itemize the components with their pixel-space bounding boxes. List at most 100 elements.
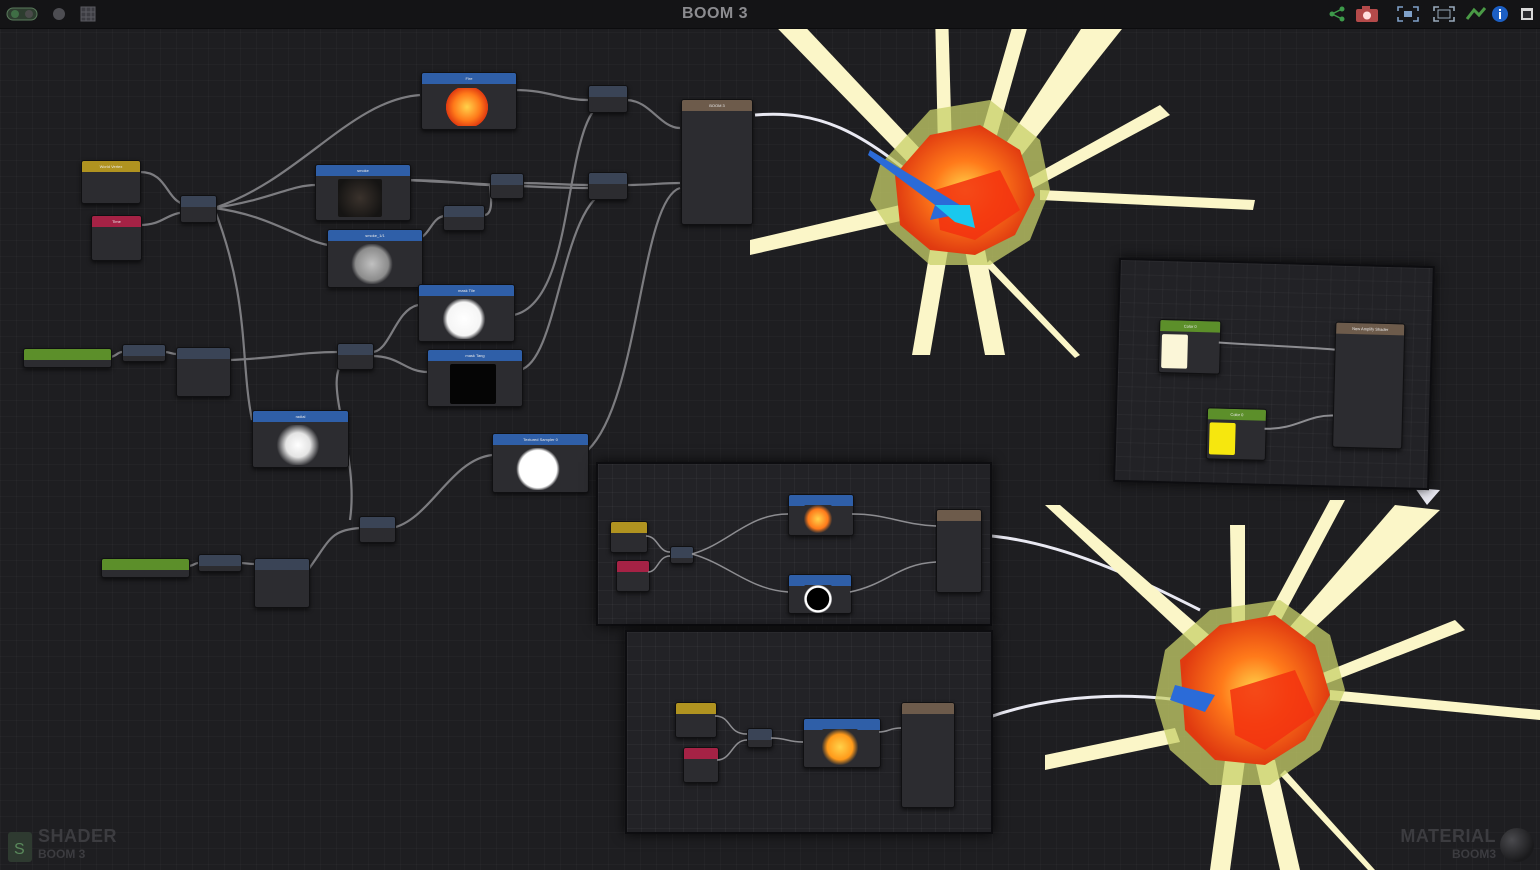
node-header: World Vertex: [82, 161, 140, 172]
node-header: [24, 349, 111, 360]
node-remap-a[interactable]: [176, 347, 231, 397]
shader-type-label: SHADER: [38, 826, 118, 846]
ring-mid-thumb: [804, 585, 832, 613]
node-mask-tang[interactable]: mask Tang: [427, 349, 523, 407]
node-one-minus-b[interactable]: [198, 554, 242, 572]
fire-bottom-thumb: [822, 729, 858, 765]
node-header: mask Tile: [419, 285, 514, 296]
focus-selected-icon[interactable]: [1396, 5, 1420, 23]
svg-text:S: S: [14, 841, 25, 858]
node-header: [177, 348, 230, 359]
node-header: [684, 748, 718, 759]
node-step-b[interactable]: [359, 516, 396, 543]
node-step-a[interactable]: [337, 343, 374, 370]
node-header: [338, 344, 373, 355]
node-header: Textured Sampler 0: [493, 434, 588, 445]
node-time[interactable]: Time: [91, 215, 142, 261]
node-header: [199, 555, 241, 566]
node-header: [181, 196, 216, 207]
node-header: [589, 173, 627, 184]
node-smoke-1[interactable]: smoke_1/1: [327, 229, 423, 288]
connection-wires: [109, 88, 681, 571]
node-header: Time: [92, 216, 141, 227]
smoke1-texture-thumb: [350, 244, 394, 284]
node-multiply-b[interactable]: [588, 85, 628, 113]
node-main-bottom[interactable]: [901, 702, 955, 808]
node-remap-b[interactable]: [254, 558, 310, 608]
node-header: smoke: [316, 165, 410, 176]
node-one-minus-a[interactable]: [122, 344, 166, 362]
node-header: [937, 510, 981, 521]
explosion-preview-top: [750, 0, 1255, 358]
shader-name-label: BOOM 3: [38, 847, 86, 861]
node-multiply-c[interactable]: [588, 172, 628, 200]
node-header: [102, 559, 189, 570]
node-smoke[interactable]: smoke: [315, 164, 411, 221]
node-vertex-color-mid[interactable]: [610, 521, 648, 553]
node-mask-tile[interactable]: mask Tile: [418, 284, 515, 342]
node-header: [671, 547, 693, 558]
mask-tang-thumb: [450, 364, 496, 404]
node-slider-a[interactable]: [23, 348, 112, 368]
node-main-mid[interactable]: [936, 509, 982, 593]
node-header: [255, 559, 309, 570]
node-fire[interactable]: Fire: [421, 72, 517, 130]
node-header: [617, 561, 649, 572]
panel-mid-wires: [645, 513, 937, 593]
camera-icon[interactable]: [1355, 5, 1379, 23]
node-uv[interactable]: [180, 195, 217, 223]
fit-view-icon[interactable]: [1432, 5, 1456, 23]
live-toggle-icon[interactable]: [6, 5, 38, 23]
node-radial[interactable]: radial: [252, 410, 349, 468]
node-vertex-color-bottom[interactable]: [675, 702, 717, 738]
shader-icon: S: [8, 832, 32, 862]
node-header: [360, 517, 395, 528]
grid-icon[interactable]: [79, 5, 97, 23]
panel-bottom-wires: [714, 715, 902, 761]
info-icon[interactable]: [1491, 5, 1509, 23]
live-icon[interactable]: [1465, 5, 1487, 23]
node-header: [589, 86, 627, 97]
node-header: [491, 174, 523, 185]
node-vertex-color[interactable]: World Vertex: [81, 160, 141, 204]
dot-icon[interactable]: [50, 5, 68, 23]
node-header: smoke_1/1: [328, 230, 422, 241]
node-header: [789, 575, 851, 586]
node-header: [748, 729, 772, 740]
shader-graph-panel-mid: [596, 462, 992, 626]
node-header: [804, 719, 880, 730]
fire-mid-thumb: [804, 505, 832, 533]
node-slider-b[interactable]: [101, 558, 190, 578]
material-corner-label: MATERIAL BOOM3: [1380, 826, 1536, 866]
mask-tile-thumb: [441, 299, 487, 339]
node-add-a[interactable]: [490, 173, 524, 199]
top-toolbar: BOOM 3: [0, 0, 1540, 29]
node-header: [902, 703, 954, 714]
arrow-head: [1415, 488, 1440, 505]
textured-sampler-thumb: [515, 448, 561, 490]
node-main-output[interactable]: BOOM 3: [681, 99, 753, 225]
node-header: [611, 522, 647, 533]
window-title: BOOM 3: [681, 5, 749, 22]
node-time-bottom[interactable]: [683, 747, 719, 783]
radial-thumb: [275, 425, 321, 465]
node-time-mid[interactable]: [616, 560, 650, 592]
node-header: [789, 495, 853, 506]
maximize-icon[interactable]: [1518, 5, 1536, 23]
node-fire-bottom[interactable]: [803, 718, 881, 768]
share-icon[interactable]: [1328, 5, 1346, 23]
node-fire-mid[interactable]: [788, 494, 854, 536]
fire-texture-thumb: [444, 88, 490, 126]
node-textured-sampler[interactable]: Textured Sampler 0: [492, 433, 589, 493]
node-ring-mid[interactable]: [788, 574, 852, 614]
smoke-texture-thumb: [338, 179, 382, 217]
node-header: radial: [253, 411, 348, 422]
node-header: [444, 206, 484, 217]
node-header: [676, 703, 716, 714]
node-header: Fire: [422, 73, 516, 84]
node-multiply-a[interactable]: [443, 205, 485, 231]
panel-wires: [1218, 341, 1335, 430]
material-sphere-icon: [1500, 828, 1534, 862]
